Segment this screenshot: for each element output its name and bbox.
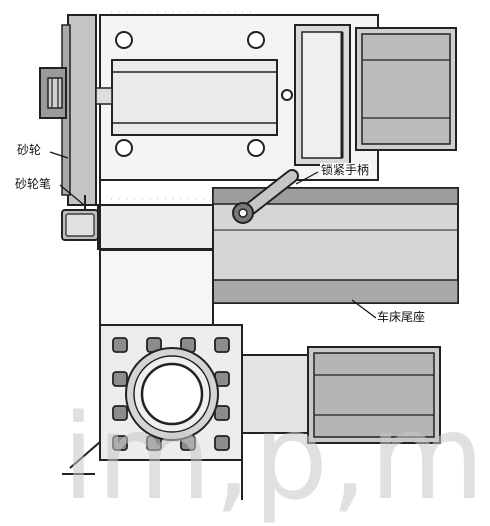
label-grinding-wheel: 砂轮 (16, 143, 43, 157)
label-tailstock: 车床尾座 (376, 310, 427, 324)
chuck-center-bore (125, 347, 219, 441)
pen-support-arm (97, 204, 219, 250)
leader-lock-handle (295, 171, 319, 185)
lock-handle (232, 169, 299, 224)
leader-wheel-pen (59, 184, 85, 206)
bottom-bracket (69, 439, 243, 500)
chuck-extension (241, 354, 311, 434)
leader-grinding-wheel (49, 151, 69, 159)
grinding-wheel (67, 14, 97, 206)
bleed-through-text-2: · · · · · · · · · · · · · · · · · · · (110, 195, 253, 205)
bleed-through-text-1: · · · · · · · · · · · · · · · · · · · (110, 8, 253, 18)
label-lock-handle: 锁紧手柄 (320, 163, 371, 177)
leader-tailstock (351, 299, 377, 319)
label-wheel-pen: 砂轮笔 (14, 177, 53, 191)
middle-frame (99, 249, 214, 326)
pivot-pin-icon (281, 89, 293, 101)
chuck-bolt-grid (112, 337, 230, 451)
upper-plate-bolt-holes (115, 31, 265, 157)
watermark-logo: im,p,m (62, 388, 487, 526)
